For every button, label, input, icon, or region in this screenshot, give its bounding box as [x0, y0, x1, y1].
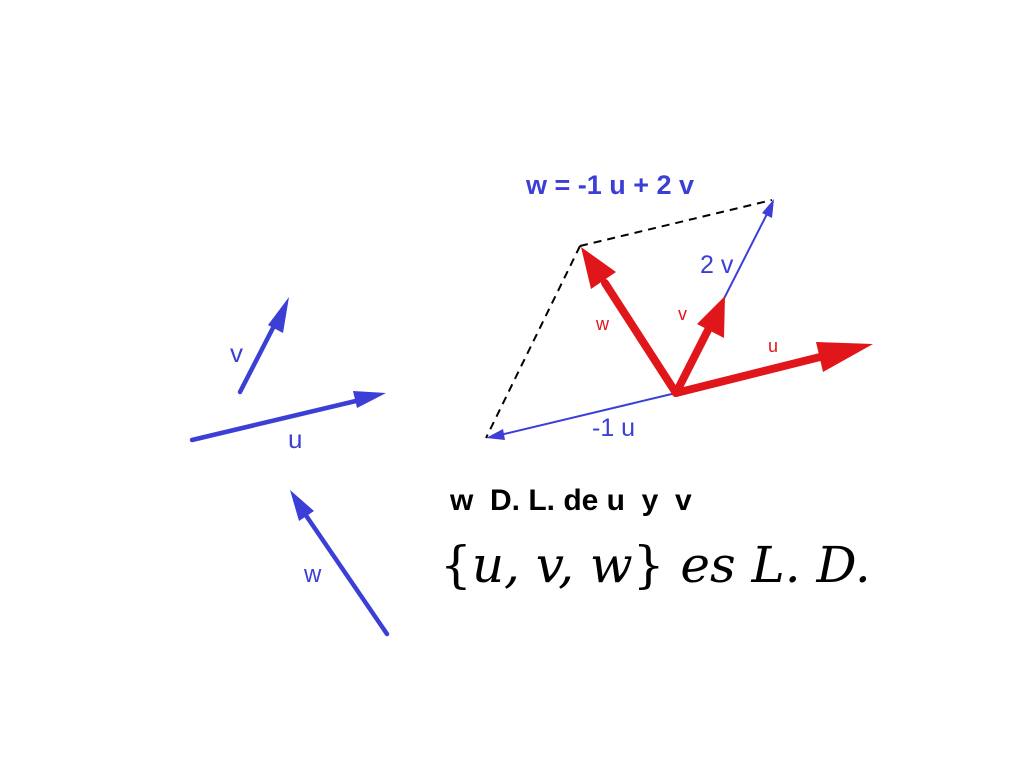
red-vector-u	[672, 342, 873, 397]
vector-v-label: v	[230, 338, 243, 368]
red-vector-v	[672, 296, 725, 397]
open-brace: {	[440, 536, 472, 594]
vector-neg-u-arrow	[486, 392, 677, 440]
dependency-caption: w D. L. de u y v	[450, 484, 692, 517]
vector-v-arrow	[237, 297, 289, 395]
close-brace: }	[632, 536, 665, 594]
label-neg-u: -1 u	[592, 414, 635, 442]
left-vector-group: v u w	[189, 297, 390, 637]
red-v-label: v	[678, 304, 687, 324]
vector-w-label: w	[303, 561, 322, 588]
vector-u-arrow	[189, 391, 386, 443]
vector-u-label: u	[288, 424, 302, 454]
label-2v: 2 v	[700, 251, 734, 279]
dashed-guide-left	[485, 245, 581, 439]
red-w-label: w	[595, 314, 610, 334]
dashed-guide-top	[579, 199, 773, 247]
red-vector-w	[581, 247, 680, 397]
construction-group: w = -1 u + 2 v 2 v -1 u w v u	[485, 170, 873, 442]
red-u-label: u	[768, 336, 778, 356]
equation-label: w = -1 u + 2 v	[525, 170, 694, 200]
set-statement: {u, v, w} es L. D.	[440, 536, 871, 594]
set-elements: u, v, w	[471, 536, 633, 594]
set-statement-text: es L. D.	[664, 536, 871, 594]
vector-w-arrow	[290, 490, 390, 637]
